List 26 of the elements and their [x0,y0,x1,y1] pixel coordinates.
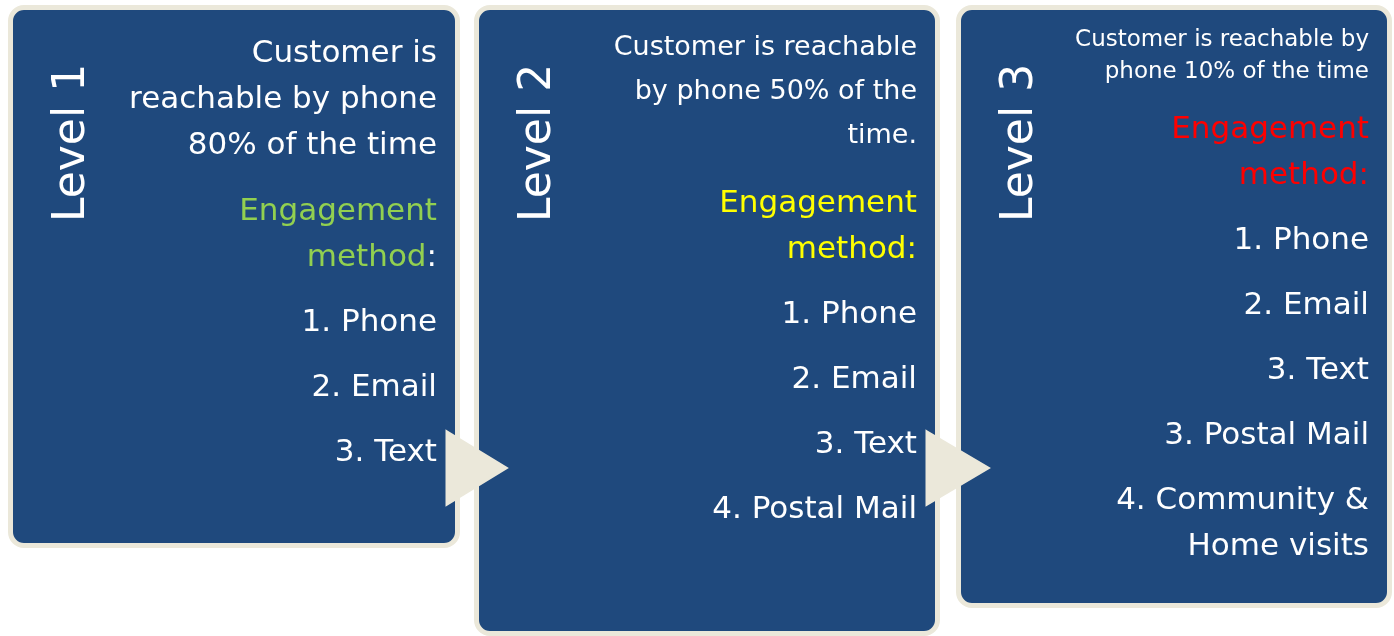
level-panel [8,5,460,548]
chevron-arrow [445,429,509,507]
method-item: 1. Phone [301,301,437,340]
chevron-arrow [925,429,991,507]
level-title: Level 2 [513,63,557,222]
method-item: 3. Text [334,431,437,470]
reachability-text: Customer is reachable by phone 10% of the time [1074,24,1369,85]
method-item: 3. Text [814,423,917,462]
engagement-heading: Engagement method: [718,182,917,267]
reachability-text: Customer is reachable by phone 50% of the time. [612,29,917,151]
level-title: Level 3 [995,63,1039,222]
method-item: 1. Phone [1233,219,1369,258]
method-item: 4. Postal Mail [712,488,917,527]
engagement-heading: Engagement method: [238,190,437,275]
level-panel [474,5,940,636]
method-item: 3. Postal Mail [1164,414,1369,453]
method-item: 2. Email [311,366,437,405]
method-item: 4. Community & Home visits [1115,479,1369,564]
level-panel [956,5,1392,608]
method-item: 1. Phone [781,293,917,332]
method-item: 2. Email [1243,284,1369,323]
method-item: 3. Text [1266,349,1369,388]
engagement-heading: Engagement method: [1170,108,1369,193]
reachability-text: Customer is reachable by phone 80% of the time [128,32,437,163]
level-title: Level 1 [47,63,91,222]
method-item: 2. Email [791,358,917,397]
